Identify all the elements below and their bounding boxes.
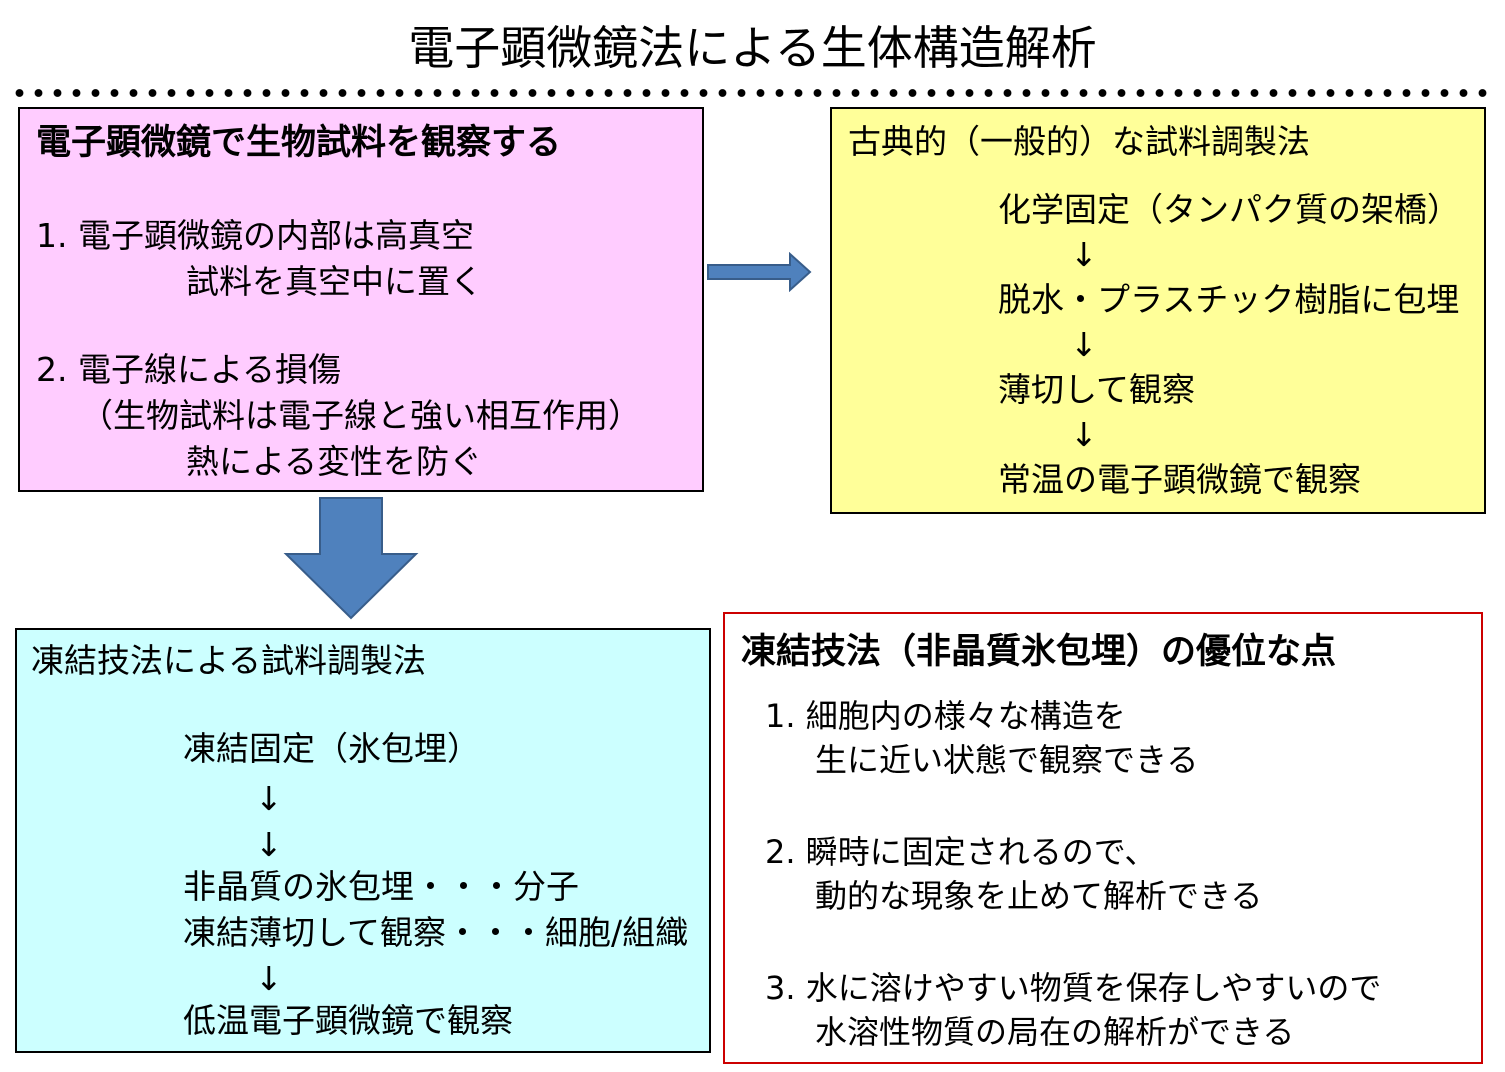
down-arrow-icon: ↓ xyxy=(1070,235,1098,274)
advantage-1-line-2: 生に近い状態で観察できる xyxy=(815,741,1199,779)
right-arrow-icon xyxy=(707,252,812,292)
advantage-3-line-2: 水溶性物質の局在の解析ができる xyxy=(815,1013,1295,1051)
item-1: 1. 電子顕微鏡の内部は高真空 xyxy=(36,216,474,255)
freezing-step-1: 凍結固定（氷包埋） xyxy=(183,729,480,768)
item-2: 2. 電子線による損傷 xyxy=(36,350,341,389)
item-2-sub: 熱による変性を防ぐ xyxy=(186,442,483,481)
page-title: 電子顕微鏡法による生体構造解析 xyxy=(408,21,1097,75)
freezing-step-3: 低温電子顕微鏡で観察 xyxy=(183,1001,513,1040)
down-arrow-icon: ↓ xyxy=(255,825,283,864)
down-arrow-icon: ↓ xyxy=(255,959,283,998)
down-arrow-icon: ↓ xyxy=(255,779,283,818)
advantage-1-line-1: 1. 細胞内の様々な構造を xyxy=(765,697,1126,735)
classical-step-4: 常温の電子顕微鏡で観察 xyxy=(998,460,1361,499)
freezing-step-2a: 非晶質の氷包埋・・・分子 xyxy=(183,867,579,906)
item-2-paren: （生物試料は電子線と強い相互作用） xyxy=(80,396,641,435)
advantage-3-line-1: 3. 水に溶けやすい物質を保存しやすいので xyxy=(765,969,1382,1007)
big-down-arrow-icon xyxy=(283,497,419,620)
down-arrow-icon: ↓ xyxy=(1070,415,1098,454)
dotted-divider xyxy=(10,86,1495,100)
yellow-heading: 古典的（一般的）な試料調製法 xyxy=(848,122,1310,161)
down-arrow-icon: ↓ xyxy=(1070,325,1098,364)
electron-microscopy-box: 電子顕微鏡で生物試料を観察する 1. 電子顕微鏡の内部は高真空 試料を真空中に置… xyxy=(18,107,704,492)
advantage-2-line-2: 動的な現象を止めて解析できる xyxy=(815,877,1263,915)
classical-step-2: 脱水・プラスチック樹脂に包埋 xyxy=(998,280,1460,319)
advantages-heading: 凍結技法（非晶質氷包埋）の優位な点 xyxy=(741,632,1337,672)
pink-heading: 電子顕微鏡で生物試料を観察する xyxy=(36,123,562,163)
advantages-box: 凍結技法（非晶質氷包埋）の優位な点 1. 細胞内の様々な構造を 生に近い状態で観… xyxy=(723,612,1483,1064)
advantage-2-line-1: 2. 瞬時に固定されるので、 xyxy=(765,833,1157,871)
classical-step-1: 化学固定（タンパク質の架橋） xyxy=(998,190,1460,229)
item-1-sub: 試料を真空中に置く xyxy=(186,262,483,301)
classical-method-box: 古典的（一般的）な試料調製法 化学固定（タンパク質の架橋） ↓ 脱水・プラスチッ… xyxy=(830,107,1486,514)
freezing-method-box: 凍結技法による試料調製法 凍結固定（氷包埋） ↓ ↓ 非晶質の氷包埋・・・分子 … xyxy=(15,628,711,1053)
classical-step-3: 薄切して観察 xyxy=(998,370,1196,409)
freezing-step-2b: 凍結薄切して観察・・・細胞/組織 xyxy=(183,913,689,952)
cyan-heading: 凍結技法による試料調製法 xyxy=(31,641,427,680)
